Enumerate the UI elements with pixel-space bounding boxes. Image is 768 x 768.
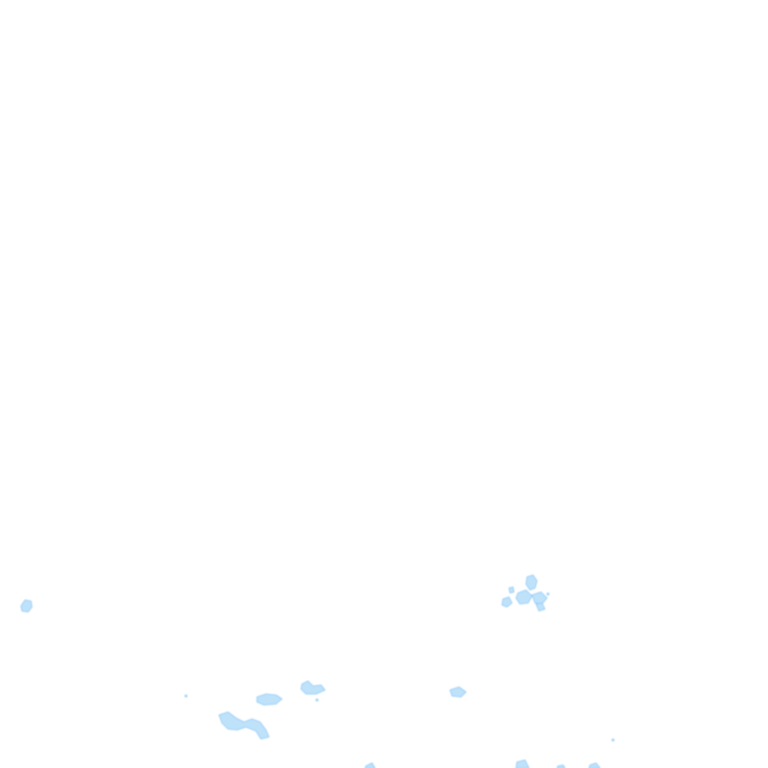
water-body	[218, 711, 270, 740]
water-body	[364, 762, 376, 768]
water-speck	[546, 592, 550, 596]
water-speck	[611, 738, 615, 742]
water-body	[449, 686, 467, 698]
water-body	[556, 764, 566, 768]
water-speck	[184, 694, 188, 698]
water-cluster	[501, 574, 548, 612]
water-speck	[315, 698, 319, 702]
water-body	[515, 589, 533, 605]
water-body	[535, 602, 546, 612]
water-body	[588, 762, 601, 768]
water-body	[515, 759, 530, 768]
water-body	[525, 574, 538, 591]
water-body	[256, 693, 283, 706]
water-body	[508, 586, 515, 594]
water-body	[531, 591, 548, 605]
water-body	[20, 599, 33, 613]
water-body	[501, 596, 513, 608]
water-body	[300, 680, 326, 695]
water-features	[20, 574, 615, 768]
